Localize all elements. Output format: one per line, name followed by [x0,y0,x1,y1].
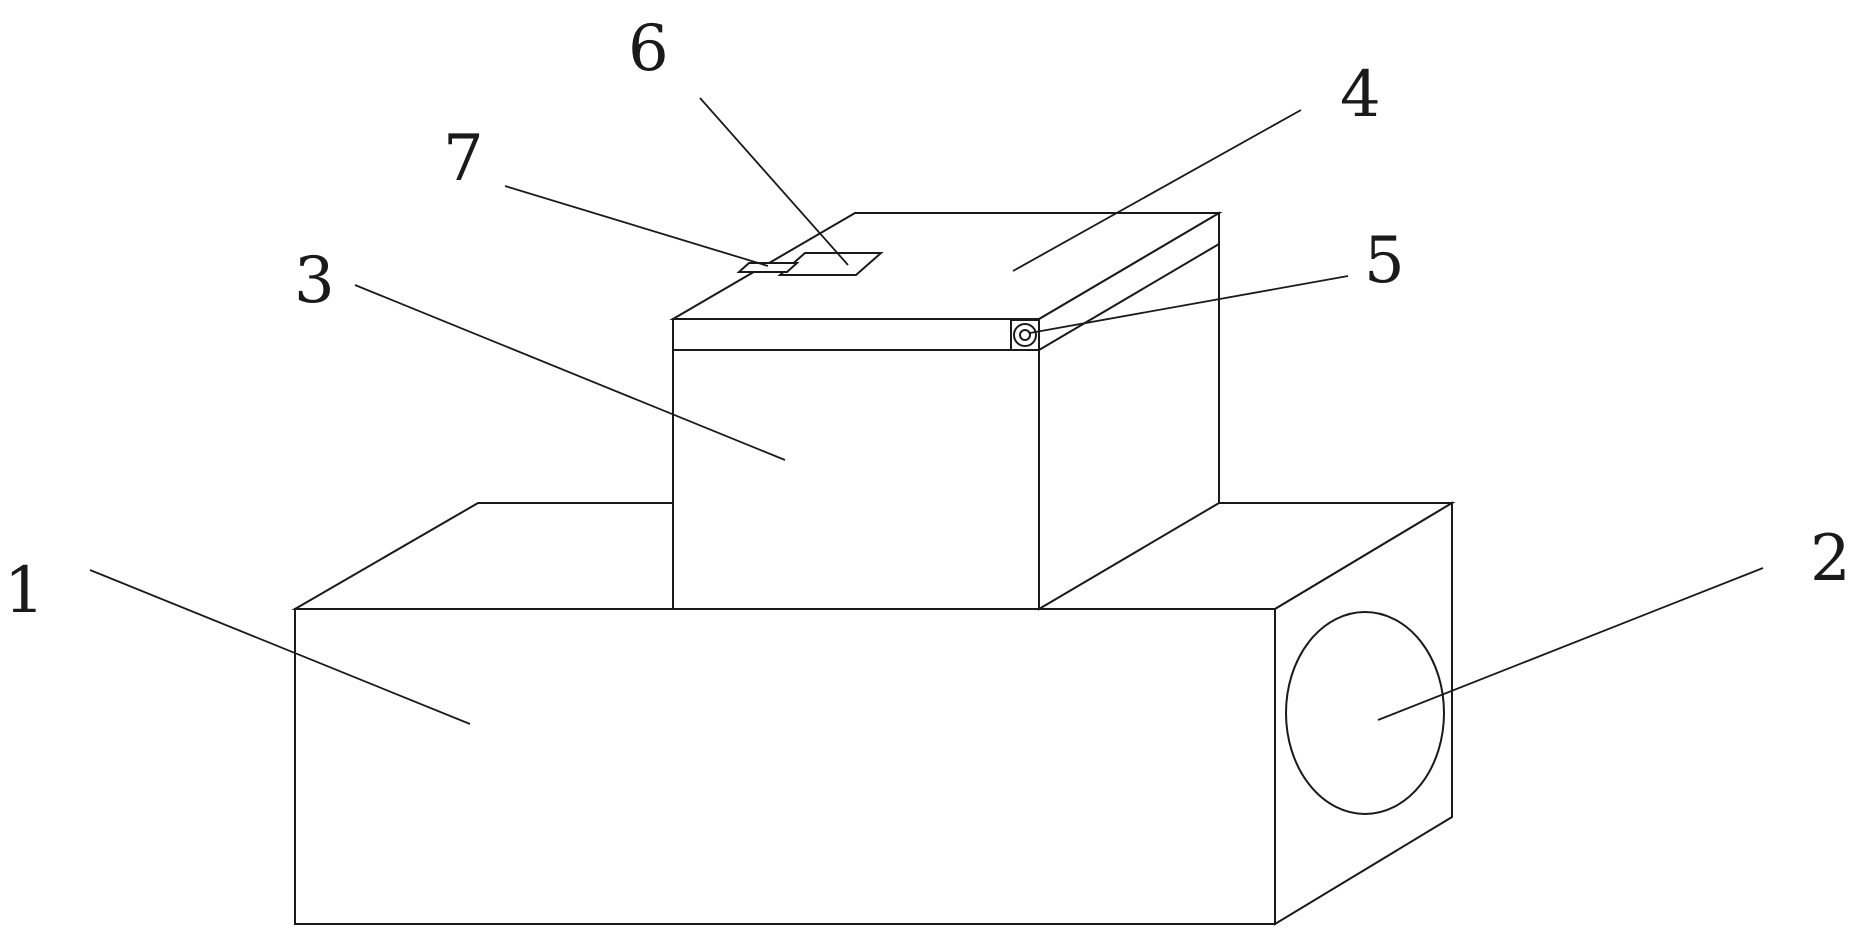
leader-line-3 [354,284,786,461]
base-side-face [1274,501,1453,926]
side-opening-circle [1285,611,1445,815]
lid-handle-plate [777,252,884,276]
upper-box [669,211,1223,611]
hinge-inner-ring [1019,329,1031,341]
leader-line-4 [1012,109,1302,272]
upper-box-front-face [672,318,1040,610]
callout-3: 3 [294,244,335,318]
lid-seam-side [1038,243,1220,351]
callout-1: 1 [4,554,45,628]
callout-6: 6 [628,12,669,86]
lid-top-face [669,212,1223,320]
leader-line-5 [1029,275,1349,334]
leader-lines [89,97,1764,725]
base-front-face [294,608,1276,925]
leader-line-7 [504,185,769,267]
hinge [1010,319,1040,351]
callout-5: 5 [1364,224,1405,298]
callout-7: 7 [443,122,484,196]
leader-line-2 [1377,567,1764,721]
lid-small-tab [736,262,800,273]
leader-line-1 [89,569,471,725]
callout-labels: 1 2 3 4 5 6 7 [4,12,1851,628]
callout-2: 2 [1810,522,1851,596]
callout-4: 4 [1340,58,1381,132]
hinge-outer-ring [1013,323,1037,347]
leader-line-6 [699,97,849,266]
